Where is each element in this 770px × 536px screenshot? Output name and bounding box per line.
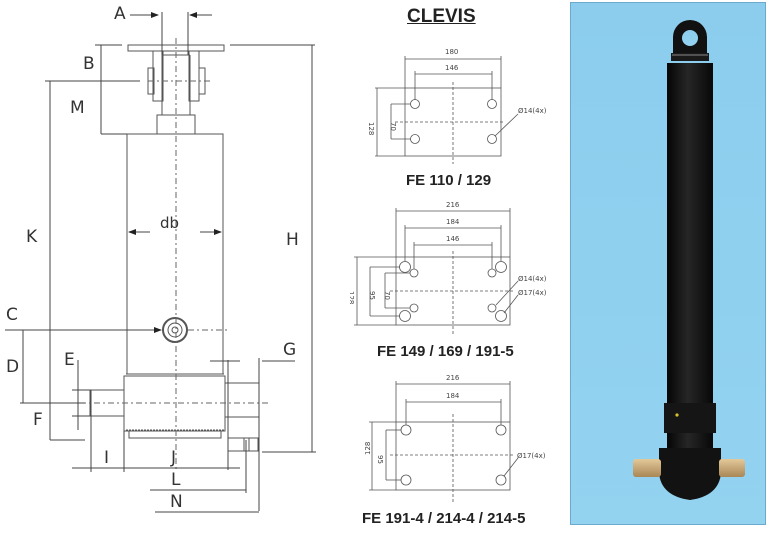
cylinder-dimension-drawing: A B M K db H C D E G F I J L N — [0, 0, 340, 531]
clevis-title: CLEVIS — [407, 6, 476, 27]
dim-label-c: C — [6, 305, 18, 325]
plate-3-width-outer: 216 — [446, 374, 460, 382]
plate-1-width-outer: 180 — [445, 48, 458, 56]
cylinder-drawing-svg — [5, 12, 316, 513]
plate-2-height-holes-outer: 95 — [368, 291, 376, 300]
plate-2-hole-callout-14: Ø14(4x) — [518, 275, 547, 283]
plate-2-width-holes-inner: 146 — [446, 235, 460, 243]
plate-1-model-label: FE 110 / 129 — [406, 172, 492, 189]
hydraulic-cylinder-illustration — [571, 3, 765, 524]
dim-label-m: M — [70, 98, 85, 118]
plate-2-drawing: 216 184 146 128 95 70 Ø14(4x) Ø17(4x) — [347, 201, 547, 335]
plate-1-hole-callout: Ø14(4x) — [518, 107, 547, 115]
plate-2-width-holes-outer: 184 — [446, 218, 460, 226]
dim-label-f: F — [33, 410, 43, 430]
plate-2-width-outer: 216 — [446, 201, 460, 209]
plate-3-height-outer: 128 — [364, 442, 372, 455]
plate-3-width-holes: 184 — [446, 392, 460, 400]
clevis-plate-2: 216 184 146 128 95 70 Ø14(4x) Ø17(4x) — [347, 195, 550, 335]
dim-label-b: B — [83, 54, 95, 74]
dim-label-e: E — [64, 350, 75, 370]
plate-2-model-label: FE 149 / 169 / 191-5 — [377, 343, 514, 360]
plate-1-drawing: 180 146 128 70 Ø14(4x) — [367, 48, 547, 164]
plate-1-height-holes: 70 — [389, 122, 397, 131]
plate-3-model-label: FE 191-4 / 214-4 / 214-5 — [362, 510, 526, 527]
plate-2-hole-callout-17: Ø17(4x) — [518, 289, 547, 297]
dim-label-n: N — [170, 492, 183, 512]
clevis-plate-1: 180 146 128 70 Ø14(4x) — [365, 40, 550, 200]
dim-label-d: D — [6, 357, 20, 377]
cylinder-product-photo — [570, 2, 766, 525]
plate-1-height-outer: 128 — [367, 122, 375, 135]
dim-label-i: I — [104, 448, 110, 468]
dim-label-a: A — [114, 4, 126, 24]
plate-2-height-outer: 128 — [350, 291, 355, 304]
dim-label-h: H — [286, 230, 299, 250]
dim-label-g: G — [283, 340, 297, 360]
plate-2-height-holes-inner: 70 — [383, 291, 391, 300]
plate-3-hole-callout: Ø17(4x) — [517, 452, 546, 460]
plate-1-width-holes: 146 — [445, 64, 459, 72]
dim-label-db: db — [160, 214, 180, 232]
dim-label-j: J — [171, 448, 177, 468]
plate-3-height-holes: 95 — [376, 455, 384, 464]
clevis-plate-3: 216 184 128 95 Ø17(4x) — [360, 372, 550, 502]
dim-label-k: K — [26, 227, 38, 247]
plate-3-drawing: 216 184 128 95 Ø17(4x) — [364, 374, 546, 502]
dim-label-l: L — [171, 470, 181, 490]
